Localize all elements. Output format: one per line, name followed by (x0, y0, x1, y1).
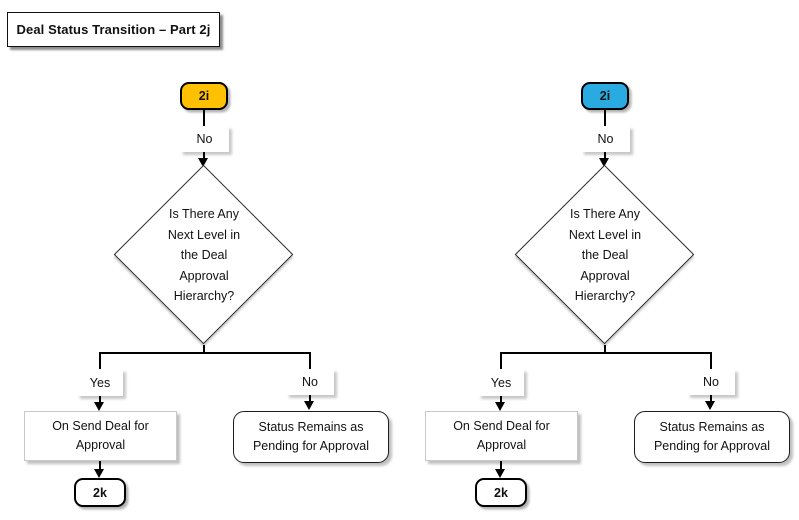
connector-line (309, 352, 311, 369)
arrow-down-icon (198, 158, 208, 167)
end-node-2k: 2k (74, 478, 126, 507)
arrow-down-icon (495, 469, 505, 478)
connector-line (604, 345, 606, 353)
branch-label-no: No (286, 369, 334, 395)
arrow-down-icon (705, 401, 715, 410)
connector-line (604, 152, 606, 160)
decision-text: Is There Any Next Level in the Deal Appr… (568, 207, 642, 303)
connector-line (500, 352, 712, 354)
end-node-2k: 2k (475, 478, 527, 507)
arrow-down-icon (304, 401, 314, 410)
edge-label-no: No (180, 126, 229, 152)
page-title: Deal Status Transition – Part 2j (7, 12, 220, 47)
connector-line (604, 110, 606, 126)
connector-line (500, 461, 502, 470)
connector-line (500, 396, 502, 403)
flowchart-right: 2i No Is There Any Next Level in the Dea… (401, 0, 799, 520)
process-on-send-node: On Send Deal for Approval (425, 411, 578, 461)
branch-label-yes: Yes (77, 369, 123, 396)
connector-line (203, 345, 205, 353)
branch-label-no: No (687, 369, 735, 395)
connector-line (99, 352, 311, 354)
decision-text: Is There Any Next Level in the Deal Appr… (167, 207, 241, 303)
flowchart-left: 2i No Is There Any Next Level in the Dea… (0, 0, 398, 520)
branch-label-yes: Yes (478, 369, 524, 396)
arrow-down-icon (599, 158, 609, 167)
connector-line (99, 352, 101, 370)
connector-line (309, 395, 311, 402)
connector-line (203, 110, 205, 126)
process-on-send-node: On Send Deal for Approval (24, 411, 177, 461)
arrow-down-icon (94, 402, 104, 411)
connector-line (99, 396, 101, 403)
terminal-status-node: Status Remains as Pending for Approval (233, 411, 389, 463)
connector-line (710, 352, 712, 369)
start-node-2i: 2i (180, 82, 228, 110)
edge-label-no: No (581, 126, 630, 152)
connector-line (710, 395, 712, 402)
connector-line (500, 352, 502, 370)
connector-line (203, 152, 205, 160)
arrow-down-icon (94, 469, 104, 478)
start-node-2i: 2i (581, 82, 629, 110)
connector-line (99, 461, 101, 470)
terminal-status-node: Status Remains as Pending for Approval (634, 411, 790, 463)
arrow-down-icon (495, 402, 505, 411)
